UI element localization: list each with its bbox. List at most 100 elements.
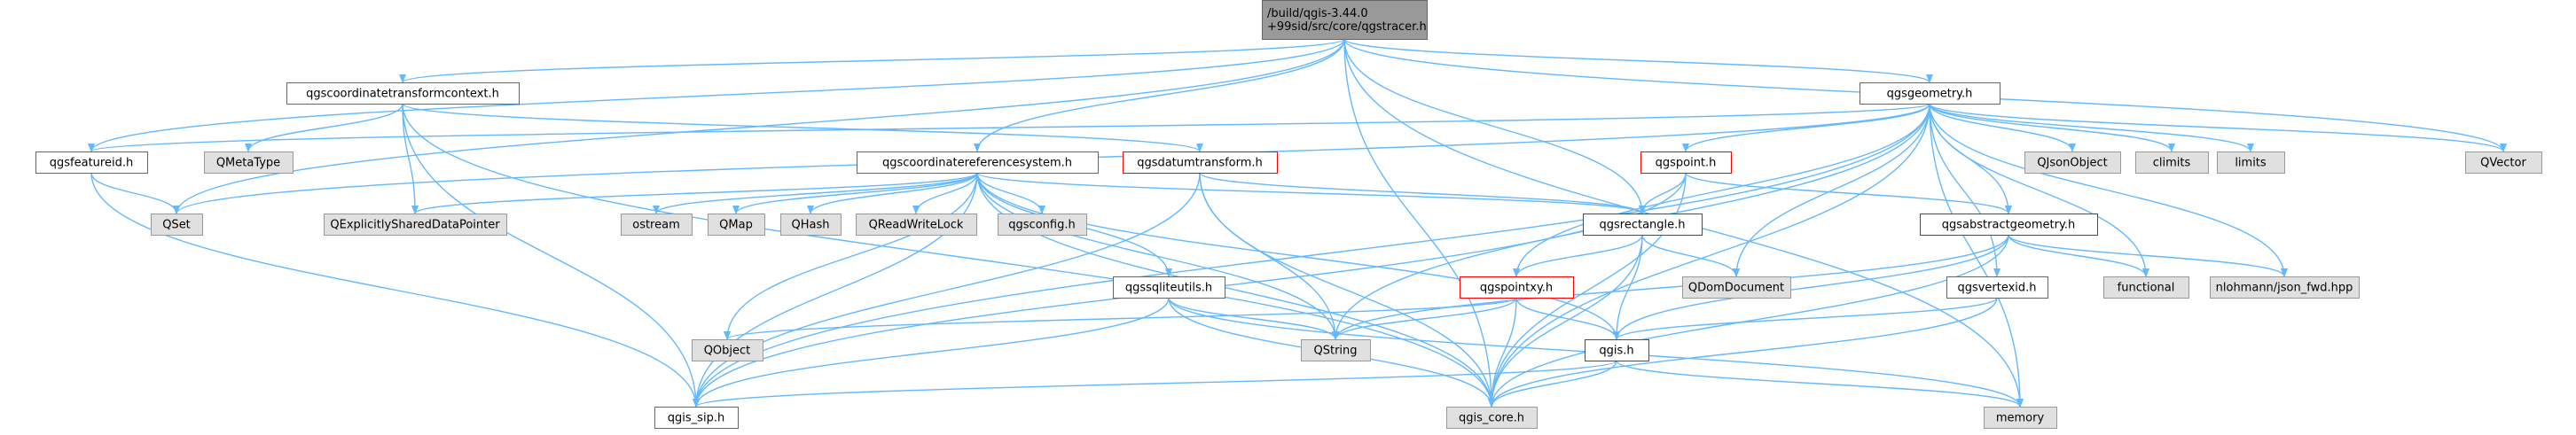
node-label: qgsconfig.h	[1008, 219, 1075, 232]
node-box	[780, 214, 842, 236]
node-box	[1460, 276, 1574, 299]
node-qrwlock: QReadWriteLock	[856, 214, 977, 236]
node-featureid[interactable]: qgsfeatureid.h	[35, 151, 148, 174]
node-label: QVector	[2480, 157, 2526, 170]
node-label: +99sid/src/core/qgstracer.h	[1267, 20, 1427, 34]
node-label: QReadWriteLock	[869, 219, 964, 232]
node-box	[1113, 276, 1225, 299]
node-box	[708, 214, 765, 236]
node-qexpl: QExplicitlySharedDataPointer	[324, 214, 507, 236]
node-box	[1984, 407, 2057, 429]
edge-crs-to-qobject	[724, 172, 978, 340]
node-label: QString	[1313, 345, 1357, 358]
node-label: nlohmann/json_fwd.hpp	[2216, 282, 2353, 295]
edge-crs-to-qgis	[976, 172, 1620, 340]
dependency-edges	[88, 38, 2507, 408]
edge-point-to-abstract	[1685, 172, 2012, 214]
edge-ctx-to-sip	[402, 103, 700, 408]
node-label: QExplicitlySharedDataPointer	[330, 219, 500, 232]
node-box	[998, 214, 1087, 236]
node-label: memory	[1996, 412, 2045, 425]
node-box	[1262, 0, 1428, 40]
node-label: QJsonObject	[2037, 157, 2107, 170]
node-root[interactable]: /build/qgis-3.44.0+99sid/src/core/qgstra…	[1262, 0, 1428, 40]
node-label: QDomDocument	[1688, 282, 1784, 295]
node-box	[1682, 276, 1791, 299]
node-box	[1585, 339, 1649, 361]
node-label: qgspointxy.h	[1480, 282, 1553, 295]
node-box	[204, 151, 294, 174]
edge-crs-to-ostream	[653, 172, 978, 214]
node-json: nlohmann/json_fwd.hpp	[2210, 276, 2360, 299]
edge-crs-to-qhash	[807, 172, 978, 214]
edge-sqlite-to-qstring	[1168, 297, 1339, 340]
edge-geom-to-qjson	[1929, 103, 2076, 152]
edge-crs-to-qgsconfig	[976, 172, 1045, 214]
edge-geom-to-limits	[1929, 103, 2254, 152]
edge-abstract-to-core	[1488, 234, 2009, 408]
node-box	[2135, 151, 2209, 174]
edge-crs-to-rect	[976, 172, 1646, 214]
edge-root-to-crs	[974, 38, 1345, 152]
node-sip[interactable]: qgis_sip.h	[654, 407, 739, 429]
node-geom[interactable]: qgsgeometry.h	[1860, 82, 2001, 105]
node-label: qgscoordinatereferencesystem.h	[882, 157, 1072, 170]
edge-featureid-to-qset	[90, 172, 180, 214]
node-qstring: QString	[1301, 339, 1371, 361]
node-box	[856, 214, 977, 236]
node-box	[2103, 276, 2189, 299]
edge-crs-to-qmap	[732, 172, 978, 214]
node-crs[interactable]: qgscoordinatereferencesystem.h	[857, 151, 1099, 174]
edge-abstract-to-qgis	[1613, 234, 2009, 340]
edge-ctx-to-core	[402, 103, 1495, 408]
node-qgis[interactable]: qgis.h	[1585, 339, 1649, 361]
node-box	[2465, 151, 2542, 174]
edge-geom-to-sip	[693, 103, 1930, 408]
edge-vertexid-to-core	[1488, 297, 1998, 408]
node-qgsconfig: qgsconfig.h	[998, 214, 1087, 236]
node-label: qgspoint.h	[1656, 157, 1717, 170]
node-ctx[interactable]: qgscoordinatetransformcontext.h	[286, 82, 520, 105]
edge-pointxy-to-qstring	[1332, 297, 1517, 340]
node-qhash: QHash	[780, 214, 842, 236]
edge-geom-to-pointxy	[1513, 103, 1930, 277]
edge-geom-to-vertexid	[1929, 103, 2001, 277]
edge-geom-to-qvector	[1929, 103, 2507, 152]
node-box	[654, 407, 739, 429]
node-vertexid[interactable]: qgsvertexid.h	[1946, 276, 2048, 299]
node-limits: limits	[2217, 151, 2285, 174]
node-box	[2210, 276, 2360, 299]
edge-root-to-ctx	[399, 38, 1345, 83]
graph-nodes: /build/qgis-3.44.0+99sid/src/core/qgstra…	[35, 0, 2542, 429]
node-abstract[interactable]: qgsabstractgeometry.h	[1920, 214, 2098, 236]
edge-abstract-to-functional	[2008, 234, 2149, 277]
edge-geom-to-core	[1488, 103, 1930, 408]
node-datum[interactable]: qgsdatumtransform.h	[1123, 151, 1278, 174]
node-rect[interactable]: qgsrectangle.h	[1583, 214, 1703, 236]
node-box	[1640, 151, 1732, 174]
node-box	[1946, 276, 2048, 299]
node-label: qgis.h	[1599, 345, 1633, 358]
node-box	[1301, 339, 1371, 361]
node-label: ostream	[632, 219, 680, 232]
node-sqlite[interactable]: qgssqliteutils.h	[1113, 276, 1225, 299]
node-label: functional	[2118, 282, 2175, 295]
node-box	[1860, 82, 2001, 105]
node-qvector: QVector	[2465, 151, 2542, 174]
edge-rect-to-pointxy	[1513, 234, 1643, 277]
edge-geom-to-memory	[1929, 103, 2024, 408]
node-box	[621, 214, 693, 236]
edge-crs-to-qrwlock	[912, 172, 978, 214]
edge-featureid-to-sip	[90, 172, 700, 408]
node-pointxy[interactable]: qgspointxy.h	[1460, 276, 1574, 299]
node-point[interactable]: qgspoint.h	[1640, 151, 1732, 174]
edge-pointxy-to-qgis	[1515, 297, 1620, 340]
node-memory: memory	[1984, 407, 2057, 429]
edge-abstract-to-json	[2008, 234, 2288, 277]
edge-rect-to-qdom	[1641, 234, 1740, 277]
node-label: limits	[2235, 157, 2267, 170]
node-box	[2024, 151, 2121, 174]
edge-abstract-to-qstring	[1332, 234, 2009, 340]
node-box	[151, 214, 203, 236]
